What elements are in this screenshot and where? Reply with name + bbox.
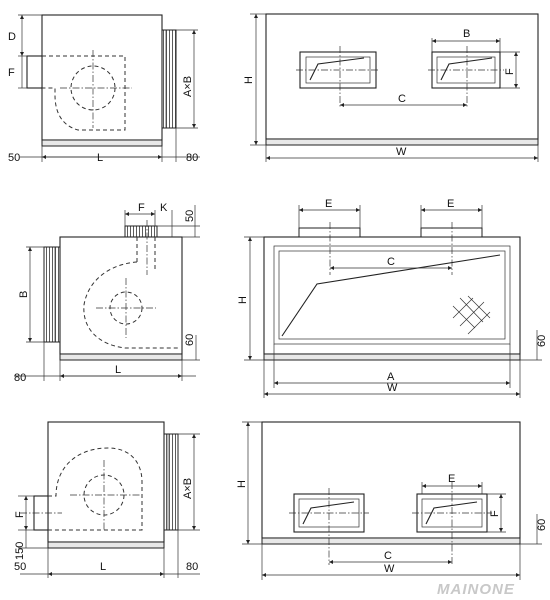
label-F-2: F (504, 68, 516, 75)
label-E-3: E (448, 473, 455, 485)
label-H: H (243, 76, 255, 84)
label-C: C (398, 93, 406, 105)
label-AxB-2: A×B (182, 478, 194, 499)
label-E: E (325, 198, 332, 210)
row3-side-view: F 150 A×B 50 L 80 (14, 421, 200, 578)
label-L-3: L (100, 561, 106, 573)
label-B: B (463, 28, 470, 40)
label-W-3: W (384, 563, 395, 575)
label-F-4: F (14, 511, 26, 518)
label-A: A (387, 371, 395, 383)
row2-front-view: C E E H 60 A W (237, 198, 548, 398)
label-50-3: 50 (14, 561, 26, 573)
row1-front-view: B F C H W (243, 13, 539, 162)
label-50-2: 50 (184, 210, 196, 222)
label-W: W (396, 146, 407, 158)
label-W-2: W (387, 382, 398, 394)
row2-side-view: F K 50 B 60 80 L (14, 202, 200, 384)
label-L: L (97, 152, 103, 164)
label-80-2: 80 (14, 372, 26, 384)
label-60-3: 60 (536, 519, 548, 531)
label-150: 150 (14, 542, 26, 560)
filter-mesh-symbol (452, 295, 491, 335)
label-80: 80 (186, 152, 198, 164)
row3-front-view: E F C H 60 W (236, 421, 548, 580)
label-F-3: F (138, 202, 145, 214)
label-K: K (160, 202, 168, 214)
label-B-2: B (18, 291, 30, 298)
label-60-2: 60 (536, 335, 548, 347)
label-C-3: C (384, 550, 392, 562)
label-D: D (8, 31, 16, 43)
label-L-2: L (115, 364, 121, 376)
label-F-5: F (489, 510, 501, 517)
label-C-2: C (387, 256, 395, 268)
row1-side-view: D F A×B 50 L 80 (8, 14, 200, 164)
label-AxB: A×B (182, 76, 194, 97)
label-80-3: 80 (186, 561, 198, 573)
label-H-3: H (236, 480, 248, 488)
label-E-2: E (447, 198, 454, 210)
label-H-2: H (237, 296, 249, 304)
watermark-logo: MAINONE (437, 581, 515, 598)
label-50: 50 (8, 152, 20, 164)
label-60: 60 (184, 334, 196, 346)
label-F: F (8, 67, 15, 79)
